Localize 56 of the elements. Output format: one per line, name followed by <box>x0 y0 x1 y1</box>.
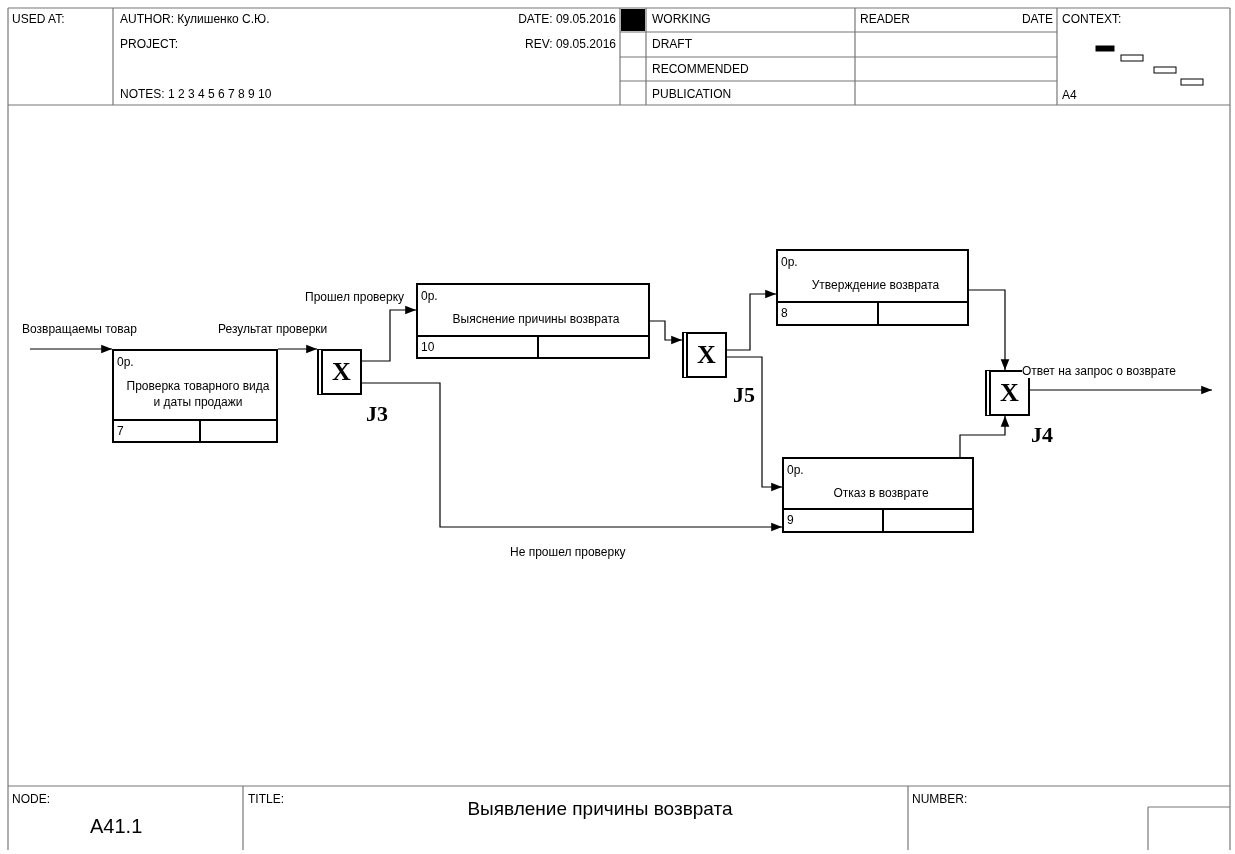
junction-type: X <box>332 357 351 387</box>
frame-field-label: REV: 09.05.2016 <box>525 37 616 51</box>
frame-field-label: TITLE: <box>248 792 284 806</box>
frame-field-label: USED AT: <box>12 12 65 26</box>
activity-number: 9 <box>787 513 794 527</box>
frame-field-label: DATE <box>1021 12 1053 26</box>
frame-field-label: NUMBER: <box>912 792 968 806</box>
activity-box <box>416 283 650 359</box>
arrow <box>726 289 777 351</box>
activity-name: Отказ в возврате <box>832 484 930 502</box>
junction-type: X <box>697 340 716 370</box>
edge-label: Результат проверки <box>218 322 328 336</box>
arrow <box>1029 385 1213 395</box>
junction-type: X <box>1000 378 1019 408</box>
edge-label: Прошел проверку <box>305 290 405 304</box>
frame-field-label: PROJECT: <box>120 37 178 51</box>
arrow <box>361 382 783 532</box>
frame-field-label: AUTHOR: Кулишенко С.Ю. <box>120 12 270 26</box>
activity-reference: 0р. <box>421 289 438 303</box>
junction-label: J4 <box>1031 422 1053 448</box>
frame-field-label: PUBLICATION <box>652 87 732 101</box>
activity-box <box>112 349 278 443</box>
arrow <box>968 289 1010 371</box>
frame-field-label: READER <box>860 12 910 26</box>
node-number: A41.1 <box>90 815 143 838</box>
frame-field-label: DRAFT <box>652 37 692 51</box>
frame-field-label: NODE: <box>12 792 50 806</box>
activity-reference: 0р. <box>781 255 798 269</box>
edge-label: Ответ на запрос о возврате <box>1022 364 1176 378</box>
arrow <box>361 305 417 362</box>
activity-number: 10 <box>421 340 435 354</box>
activity-number: 8 <box>781 306 788 320</box>
arrow <box>29 344 113 354</box>
frame-field-label: DATE: 09.05.2016 <box>518 12 616 26</box>
edge-label: Не прошел проверку <box>510 545 626 559</box>
frame-field-label: A4 <box>1062 88 1077 102</box>
junction-label: J3 <box>366 401 388 427</box>
frame-field-label: CONTEXT: <box>1062 12 1122 26</box>
frame-field-label: NOTES: 1 2 3 4 5 6 7 8 9 10 <box>120 87 272 101</box>
activity-name: Проверка товарного вида и даты продажи <box>125 378 271 411</box>
frame-field-label: WORKING <box>652 12 711 26</box>
arrow <box>726 356 783 492</box>
arrow <box>649 320 683 345</box>
activity-number: 7 <box>117 424 124 438</box>
activity-box <box>782 457 974 533</box>
activity-name: Выяснение причины возврата <box>451 311 621 329</box>
activity-name: Утверждение возврата <box>810 277 941 295</box>
arrow <box>277 344 318 354</box>
junction-label: J5 <box>733 382 755 408</box>
edge-label: Возвращаемы товар <box>22 322 137 336</box>
diagram-title: Выявление причины возврата <box>466 798 734 820</box>
activity-box <box>776 249 969 326</box>
activity-reference: 0р. <box>787 463 804 477</box>
frame-field-label: RECOMMENDED <box>652 62 749 76</box>
activity-reference: 0р. <box>117 355 134 369</box>
arrow <box>959 415 1010 458</box>
